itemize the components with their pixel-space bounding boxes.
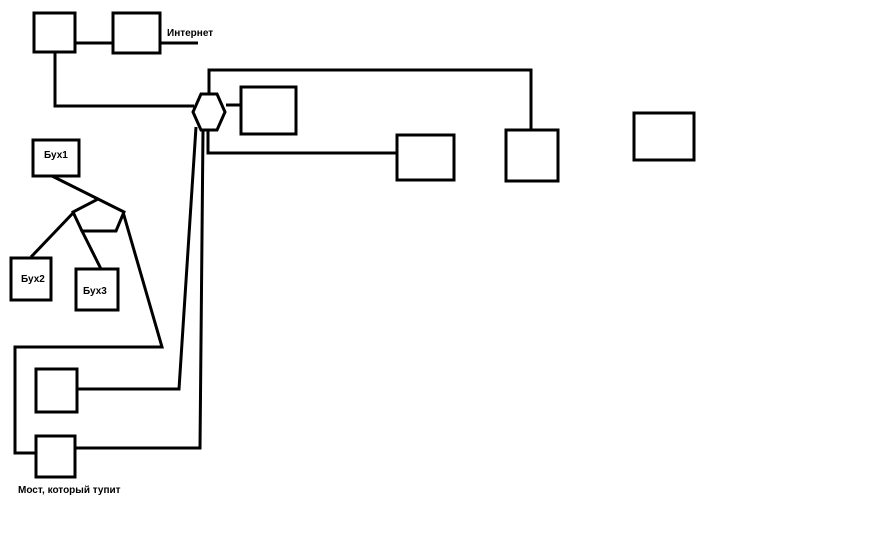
box-isolated (632, 111, 696, 162)
link-hub-to-box-middle (206, 130, 397, 155)
buh2-label: Бух2 (21, 274, 45, 285)
node-lower (34, 367, 79, 414)
buh3-label: Бух3 (83, 286, 107, 297)
switch-pentagon (71, 197, 126, 233)
link-hub-to-bridge (75, 129, 205, 450)
link-hub-top-loop (207, 68, 533, 130)
node-buh3 (74, 267, 120, 312)
box-middle (395, 133, 456, 182)
node-a (32, 11, 77, 54)
box-right-of-hub (239, 85, 298, 136)
node-bridge (34, 434, 77, 479)
bridge-label: Мост, который тупит (18, 485, 121, 496)
buh1-label: Бух1 (44, 150, 68, 161)
link-hub-to-lower-box (77, 126, 198, 391)
link-switch-to-buh2 (29, 210, 76, 259)
hub-hexagon (191, 92, 227, 132)
link-buh1-to-switch (51, 174, 99, 201)
link-node-a-to-hub (53, 52, 194, 108)
link-switch-to-bridge (13, 211, 164, 455)
node-modem (111, 11, 162, 55)
node-buh2 (9, 256, 53, 302)
connections (13, 41, 533, 455)
box-far (504, 128, 560, 183)
link-switch-to-buh3 (79, 228, 103, 270)
internet-label: Интернет (167, 28, 213, 39)
node-buh1 (31, 138, 81, 178)
